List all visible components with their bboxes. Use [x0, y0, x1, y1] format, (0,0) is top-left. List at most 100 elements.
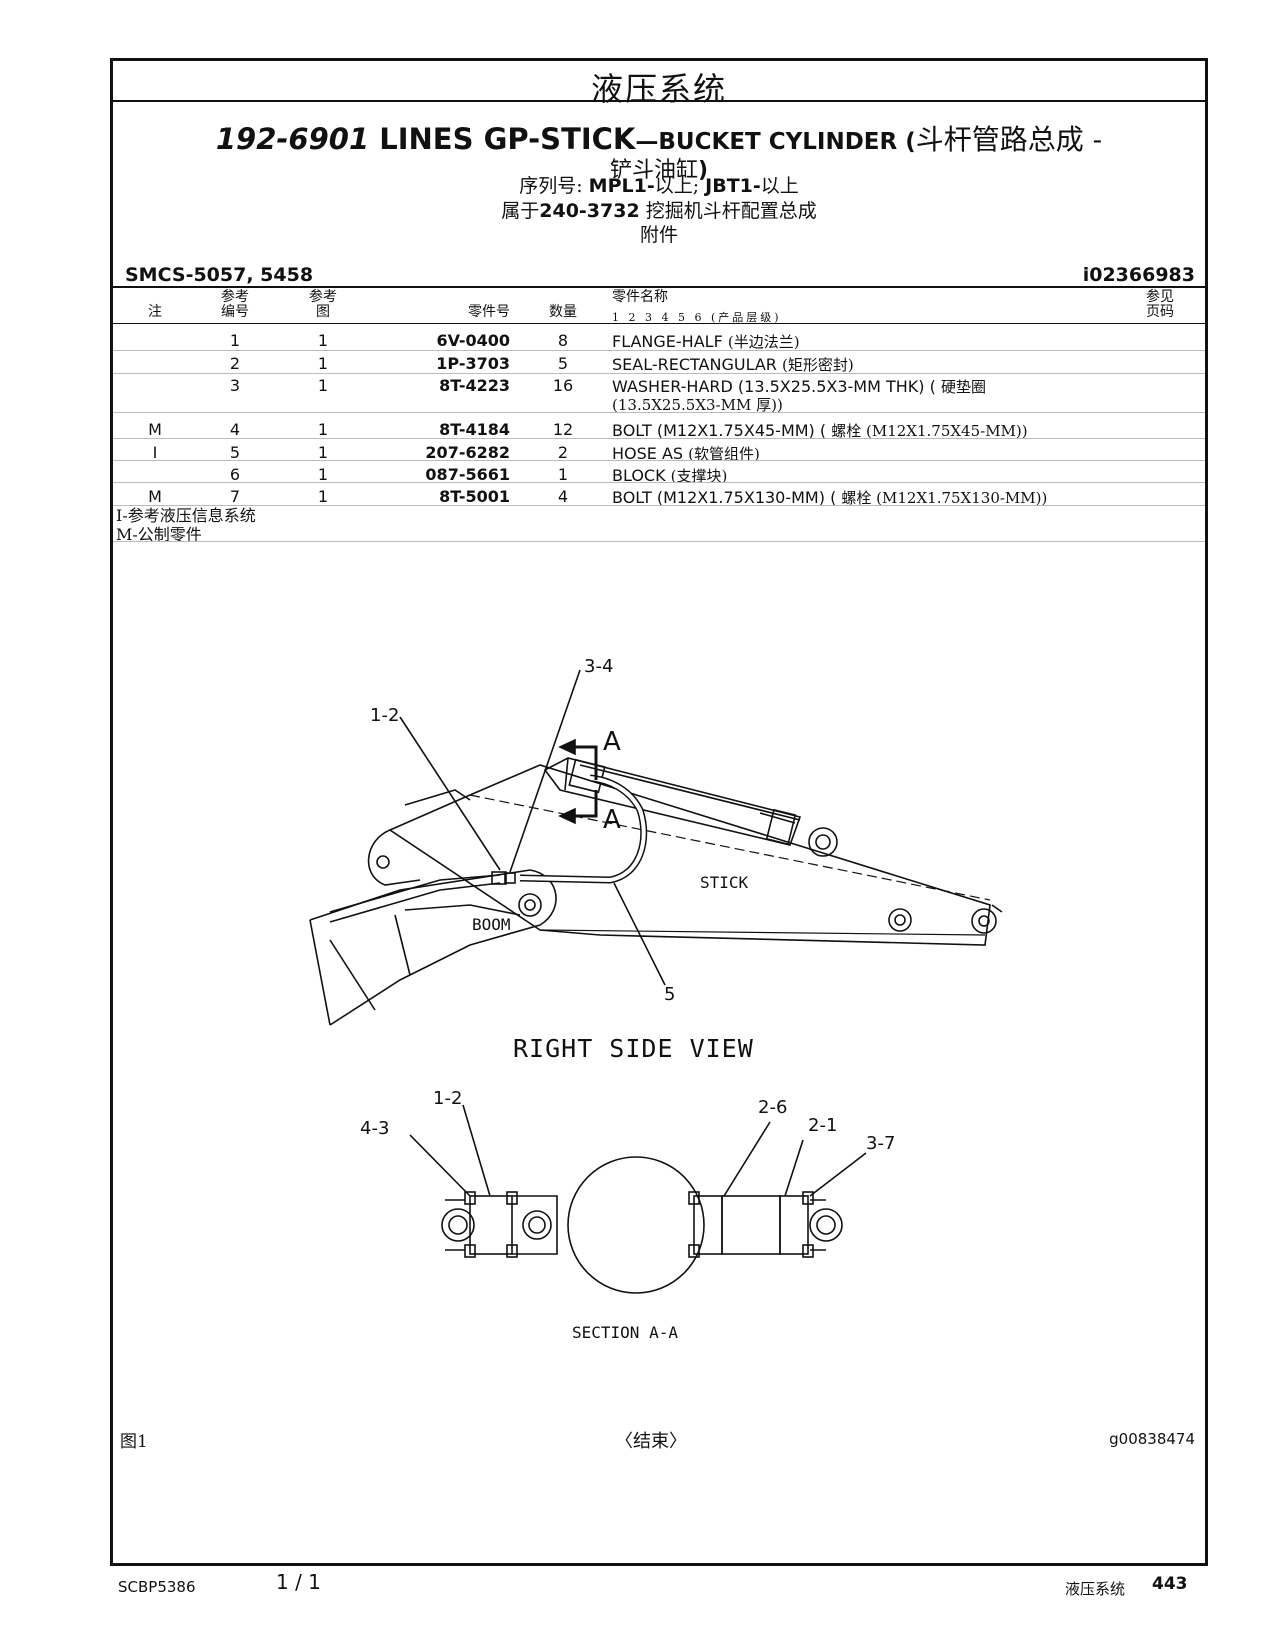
- row-ref-number: 6: [229, 465, 241, 484]
- row-figure: 1: [317, 443, 329, 462]
- row-description-cn: (矩形密封): [782, 356, 854, 374]
- header-part-number: 零件号: [468, 304, 510, 320]
- page-frame: [110, 58, 1208, 1566]
- flange-block-left: [469, 1195, 513, 1255]
- title-name-cn-2: 铲斗油缸: [609, 158, 698, 183]
- row-description-cn: (软管组件): [688, 445, 760, 463]
- label-stick: STICK: [700, 873, 749, 892]
- notes-rule: [113, 541, 1205, 542]
- label-boom: BOOM: [472, 915, 511, 934]
- title-name-cn: 斗杆管路总成 -: [915, 123, 1103, 156]
- serial-value-2: JBT1-: [705, 175, 761, 197]
- row-quantity: 2: [557, 443, 569, 462]
- row-quantity: 12: [552, 420, 574, 439]
- header-figure: 参考 图: [303, 290, 343, 320]
- header-quantity: 数量: [549, 304, 577, 320]
- row-description-cn: 硬垫圈: [940, 378, 986, 396]
- callout-5: 5: [664, 984, 676, 1005]
- section-marker-bottom: A: [603, 805, 621, 835]
- callout-2-1: 2-1: [808, 1115, 838, 1136]
- document-id: i02366983: [1082, 264, 1195, 286]
- title-close: ): [697, 158, 709, 183]
- row-description: BLOCK (支撑块): [612, 465, 727, 486]
- row-ref-number: 3: [229, 376, 241, 395]
- row-quantity: 16: [552, 376, 574, 395]
- serial-line: 序列号: MPL1-以上; JBT1-以上: [110, 171, 1208, 198]
- row-description: HOSE AS (软管组件): [612, 443, 760, 464]
- header-page-bottom: 页码: [1146, 304, 1174, 320]
- row-figure: 1: [317, 487, 329, 506]
- serial-label: 序列号:: [519, 175, 583, 197]
- row-description-en: BLOCK: [612, 466, 666, 485]
- graphic-id: g00838474: [1109, 1430, 1195, 1448]
- row-description-en: BOLT (M12X1.75X45-MM) (: [612, 421, 827, 440]
- row-ref-number: 2: [229, 354, 241, 373]
- serial-text-1: 以上;: [654, 175, 700, 197]
- figure-label: 图1: [120, 1432, 148, 1452]
- header-ref-bottom: 编号: [221, 304, 249, 320]
- bucket-cylinder: [543, 757, 802, 846]
- section-title: SECTION A-A: [572, 1323, 678, 1342]
- row-part-number: 207-6282: [425, 443, 510, 462]
- row-divider: [113, 438, 1205, 439]
- stick-section-circle: [567, 1156, 705, 1294]
- header-ref: 参考 编号: [215, 290, 255, 320]
- row-figure: 1: [317, 331, 329, 350]
- callout-2-6: 2-6: [758, 1097, 788, 1118]
- row-part-number: 6V-0400: [436, 331, 510, 350]
- row-part-number: 8T-4223: [439, 376, 510, 395]
- belongs-text: 挖掘机斗杆配置总成: [645, 200, 817, 222]
- row-part-number: 8T-5001: [439, 487, 510, 506]
- title-name-main: LINES GP-STICK: [379, 122, 636, 156]
- row-ref-number: 4: [229, 420, 241, 439]
- boom-body: [309, 869, 557, 1026]
- divider: [110, 100, 1208, 102]
- title-name-rest: —BUCKET CYLINDER (: [635, 129, 916, 155]
- row-ref-number: 5: [229, 443, 241, 462]
- smcs-code: SMCS-5057, 5458: [125, 264, 314, 286]
- row-description: SEAL-RECTANGULAR (矩形密封): [612, 354, 854, 375]
- header-ref-top: 参考: [221, 289, 249, 305]
- row-divider: [113, 460, 1205, 461]
- header-see-page: 参见 页码: [1135, 290, 1185, 320]
- header-note: 注: [148, 304, 162, 320]
- row-note: M: [148, 487, 162, 506]
- header-part-name: 零件名称: [612, 289, 668, 305]
- row-description-cn: (支撑块): [670, 467, 728, 485]
- row-description-en: FLANGE-HALF: [612, 332, 723, 351]
- row-description: FLANGE-HALF (半边法兰): [612, 331, 800, 352]
- callout-4-3: 4-3: [360, 1118, 390, 1139]
- serial-value-1: MPL1-: [588, 175, 655, 197]
- flange-block-right: [721, 1195, 781, 1255]
- attachment-label: 附件: [639, 224, 678, 246]
- serial-text-2: 以上: [760, 175, 799, 197]
- header-levels: 1 2 3 4 5 6 (产品层级): [612, 311, 782, 324]
- belongs-line: 属于240-3732 挖掘机斗杆配置总成: [110, 196, 1208, 223]
- row-description: BOLT (M12X1.75X45-MM) ( 螺栓 (M12X1.75X45-…: [612, 420, 1028, 441]
- callout-1-2: 1-2: [370, 705, 400, 726]
- footer-page-number: 443: [1152, 1574, 1188, 1594]
- belongs-part-number: 240-3732: [539, 200, 640, 222]
- header-page-top: 参见: [1146, 289, 1174, 305]
- row-ref-number: 7: [229, 487, 241, 506]
- header-rule: [110, 323, 1208, 324]
- note-i: I-参考液压信息系统: [116, 506, 256, 525]
- header-fig-bottom: 图: [316, 304, 330, 320]
- callout-3-7: 3-7: [866, 1133, 896, 1154]
- row-description-cn: 螺栓 (M12X1.75X130-MM)): [841, 489, 1048, 507]
- belongs-label: 属于: [501, 200, 540, 222]
- row-description-en: SEAL-RECTANGULAR: [612, 355, 777, 374]
- view-title: RIGHT SIDE VIEW: [513, 1034, 754, 1063]
- row-figure: 1: [317, 354, 329, 373]
- title-part-number: 192-6901: [215, 122, 370, 156]
- note-m: M-公制零件: [116, 525, 202, 544]
- row-quantity: 1: [557, 465, 569, 484]
- section-marker-top: A: [603, 727, 621, 757]
- row-description-cn: 螺栓 (M12X1.75X45-MM)): [831, 422, 1028, 440]
- row-figure: 1: [317, 376, 329, 395]
- row-description-en: HOSE AS: [612, 444, 684, 463]
- row-divider: [113, 373, 1205, 374]
- row-part-number: 1P-3703: [436, 354, 510, 373]
- callout-3-4: 3-4: [584, 656, 614, 677]
